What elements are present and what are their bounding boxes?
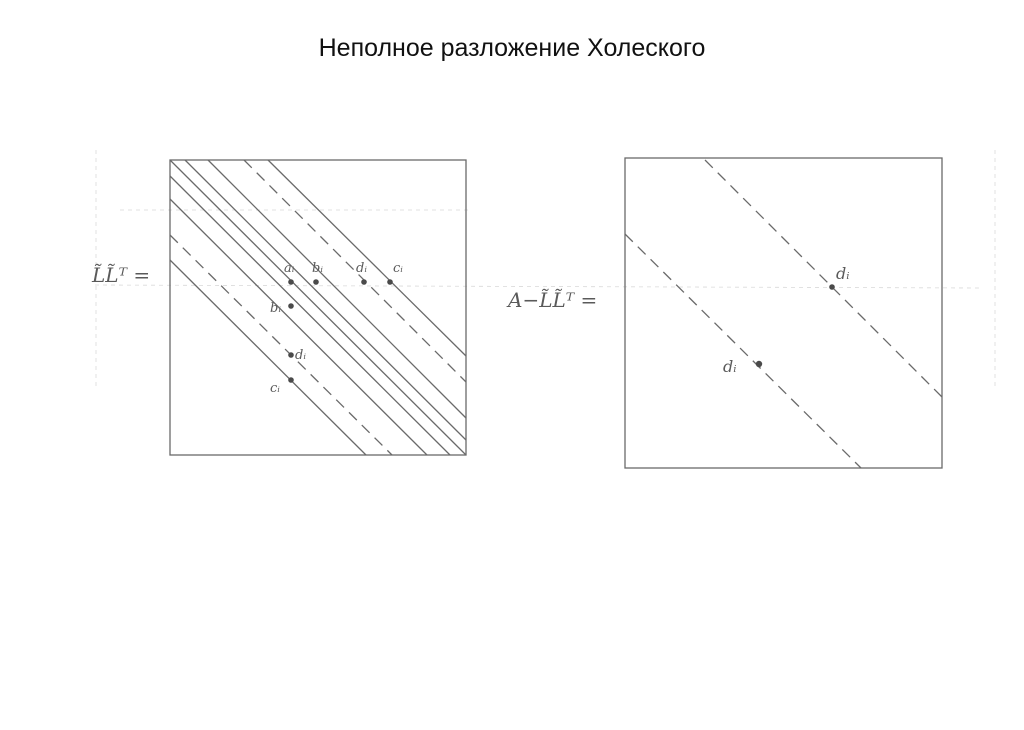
label-d-lower: dᵢ <box>723 357 736 376</box>
left-matrix: aᵢ bᵢ dᵢ cᵢ bᵢ dᵢ cᵢ L̃L̃ᵀ = <box>91 159 467 456</box>
label-d-top: dᵢ <box>356 261 367 276</box>
slide-title: Неполное разложение Холеского <box>318 34 706 62</box>
right-matrix-frame <box>624 157 943 469</box>
point-a <box>288 279 294 285</box>
right-matrix-lhs: A−L̃L̃ᵀ = <box>506 288 597 312</box>
left-matrix-points <box>288 279 393 383</box>
point-d-upper <box>829 284 835 290</box>
point-c-left <box>288 377 294 383</box>
right-matrix-bands <box>624 159 943 469</box>
left-matrix-labels: aᵢ bᵢ dᵢ cᵢ bᵢ dᵢ cᵢ <box>270 261 403 396</box>
left-matrix-frame <box>169 159 467 456</box>
left-matrix-bands <box>169 159 467 456</box>
right-matrix-points <box>755 284 835 368</box>
point-d-top <box>361 279 367 285</box>
label-d-left: dᵢ <box>295 348 306 363</box>
label-b-top: bᵢ <box>312 261 323 276</box>
label-b-left: bᵢ <box>270 301 281 316</box>
point-c-top <box>387 279 393 285</box>
point-d-left <box>288 352 294 358</box>
label-c-top: cᵢ <box>393 261 403 276</box>
background-guides <box>94 150 996 390</box>
right-matrix-labels: dᵢ dᵢ <box>723 264 849 376</box>
left-matrix-lhs: L̃L̃ᵀ = <box>91 263 150 287</box>
point-b-top <box>313 279 319 285</box>
point-d-lower <box>755 360 763 368</box>
label-a: aᵢ <box>284 261 295 276</box>
point-b-left <box>288 303 294 309</box>
label-c-left: cᵢ <box>270 381 280 396</box>
right-matrix: dᵢ dᵢ A−L̃L̃ᵀ = <box>506 157 943 469</box>
label-d-upper: dᵢ <box>836 264 849 283</box>
